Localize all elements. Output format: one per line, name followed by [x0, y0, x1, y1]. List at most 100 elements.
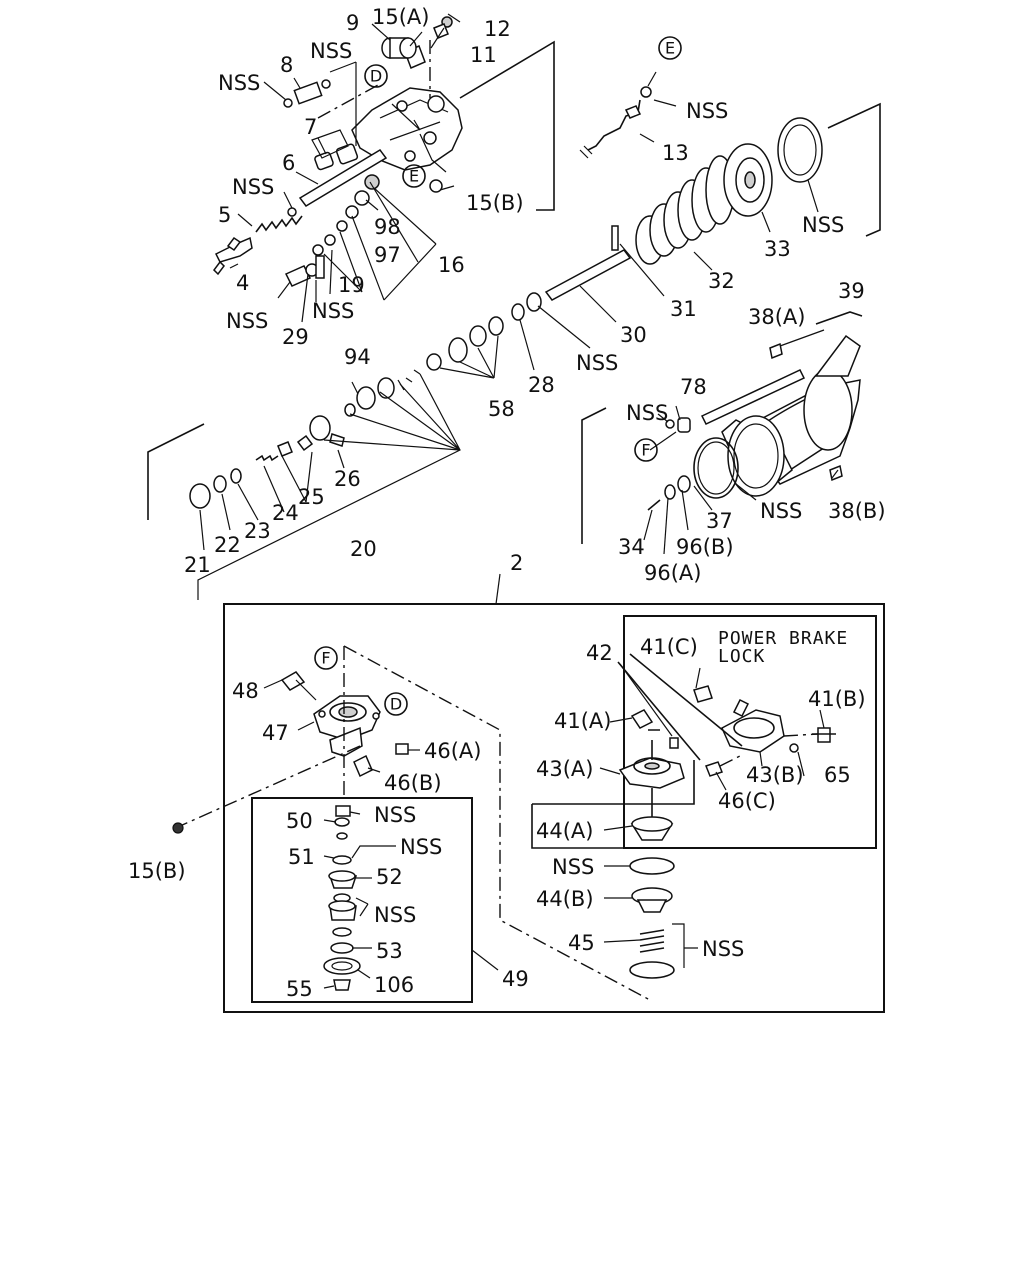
label-part-38b: 38(B) — [828, 499, 886, 523]
label-part-97: 97 — [374, 243, 401, 267]
label-part-15a: 15(A) — [372, 5, 429, 29]
callout-f-mid: F — [634, 438, 658, 462]
label-part-23: 23 — [244, 519, 271, 543]
label-part-4: 4 — [236, 271, 249, 295]
label-part-41c: 41(C) — [640, 635, 698, 659]
boot-and-shaft — [147, 102, 881, 520]
label-part-2: 2 — [510, 551, 523, 575]
part-labels: 9 15(A) 12 11 8 NSS NSS 7 6 NSS 5 4 NSS … — [128, 5, 886, 1001]
power-brake-lock-box — [623, 615, 877, 849]
label-part-41a: 41(A) — [554, 709, 611, 733]
label-part-31: 31 — [670, 297, 697, 321]
box-title-line2: LOCK — [718, 646, 765, 667]
label-nss-33: NSS — [802, 213, 844, 237]
label-nss-e: NSS — [686, 99, 728, 123]
label-part-51: 51 — [288, 845, 315, 869]
label-nss-52: NSS — [374, 903, 416, 927]
motor-housing — [581, 311, 863, 544]
label-nss-19: NSS — [312, 299, 354, 323]
label-part-55: 55 — [286, 977, 313, 1001]
label-nss-top: NSS — [310, 39, 352, 63]
label-part-20: 20 — [350, 537, 377, 561]
label-nss-78: NSS — [626, 401, 668, 425]
callout-e-mid-text: E — [409, 167, 419, 186]
label-part-46b: 46(B) — [384, 771, 442, 795]
label-part-53: 53 — [376, 939, 403, 963]
label-part-45: 45 — [568, 931, 595, 955]
label-part-29: 29 — [282, 325, 309, 349]
label-part-58: 58 — [488, 397, 515, 421]
callout-e-top: E — [658, 36, 682, 60]
callout-f-low-text: F — [321, 649, 330, 668]
label-nss-4: NSS — [226, 309, 268, 333]
label-part-30: 30 — [620, 323, 647, 347]
callout-d-top: D — [364, 64, 388, 88]
label-nss-44: NSS — [552, 855, 594, 879]
label-part-106: 106 — [374, 973, 414, 997]
label-part-50: 50 — [286, 809, 313, 833]
label-part-46c: 46(C) — [718, 789, 776, 813]
label-part-8: 8 — [280, 53, 293, 77]
label-part-96b: 96(B) — [676, 535, 734, 559]
detail-box-49 — [251, 797, 473, 1003]
label-nss-50: NSS — [374, 803, 416, 827]
label-part-32: 32 — [708, 269, 735, 293]
label-part-12: 12 — [484, 17, 511, 41]
label-part-37: 37 — [706, 509, 733, 533]
label-part-44a: 44(A) — [536, 819, 593, 843]
label-part-6: 6 — [282, 151, 295, 175]
callout-e-top-text: E — [665, 39, 675, 58]
label-part-39: 39 — [838, 279, 865, 303]
sensor-harness — [579, 86, 652, 159]
label-nss-45: NSS — [702, 937, 744, 961]
leader-lines — [197, 13, 839, 989]
label-part-98: 98 — [374, 215, 401, 239]
callout-f-mid-text: F — [641, 441, 650, 460]
label-part-65: 65 — [824, 763, 851, 787]
label-part-7: 7 — [304, 115, 317, 139]
callout-d-top-text: D — [370, 67, 382, 86]
label-part-38a: 38(A) — [748, 305, 805, 329]
detail-box-2 — [223, 603, 885, 1013]
callout-f-low: F — [314, 646, 338, 670]
label-part-13: 13 — [662, 141, 689, 165]
label-part-16: 16 — [438, 253, 465, 277]
label-part-41b: 41(B) — [808, 687, 866, 711]
label-part-78: 78 — [680, 375, 707, 399]
label-part-15b-low: 15(B) — [128, 859, 186, 883]
label-nss-51: NSS — [400, 835, 442, 859]
label-part-52: 52 — [376, 865, 403, 889]
label-part-25: 25 — [298, 485, 325, 509]
label-part-24: 24 — [272, 501, 299, 525]
valve-body-assembly — [213, 16, 555, 287]
label-part-9: 9 — [346, 11, 359, 35]
callout-d-low: D — [384, 692, 408, 716]
label-nss-6: NSS — [232, 175, 274, 199]
label-part-11: 11 — [470, 43, 497, 67]
callout-d-low-text: D — [390, 695, 402, 714]
box-title-line1: POWER BRAKE — [718, 628, 848, 649]
label-nss-left8: NSS — [218, 71, 260, 95]
brake-valve-assembly — [172, 645, 836, 1001]
label-part-34: 34 — [618, 535, 645, 559]
callout-e-mid: E — [402, 164, 426, 188]
label-part-94: 94 — [344, 345, 371, 369]
label-part-49: 49 — [502, 967, 529, 991]
label-part-28: 28 — [528, 373, 555, 397]
label-part-43b: 43(B) — [746, 763, 804, 787]
label-part-48: 48 — [232, 679, 259, 703]
label-nss-30: NSS — [576, 351, 618, 375]
label-part-43a: 43(A) — [536, 757, 593, 781]
label-part-5: 5 — [218, 203, 231, 227]
label-part-15b-top: 15(B) — [466, 191, 524, 215]
label-part-96a: 96(A) — [644, 561, 701, 585]
label-part-44b: 44(B) — [536, 887, 594, 911]
label-part-47: 47 — [262, 721, 289, 745]
label-part-33: 33 — [764, 237, 791, 261]
label-part-46a: 46(A) — [424, 739, 481, 763]
label-part-21: 21 — [184, 553, 211, 577]
label-nss-37: NSS — [760, 499, 802, 523]
label-part-42: 42 — [586, 641, 613, 665]
